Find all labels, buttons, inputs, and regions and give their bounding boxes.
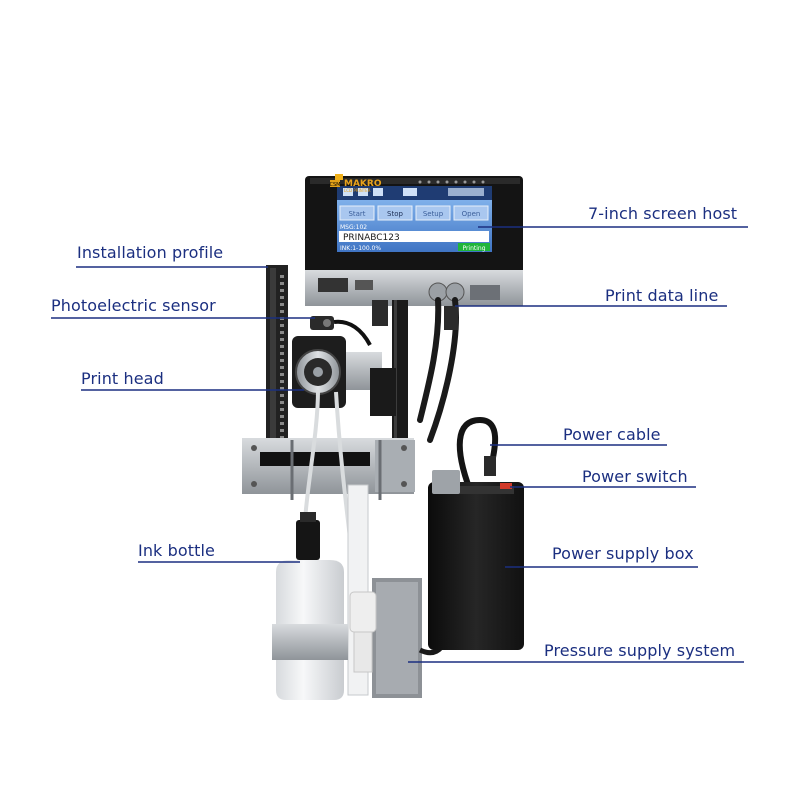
rail-hole bbox=[280, 415, 284, 418]
rail-hole bbox=[280, 394, 284, 397]
indicator-led bbox=[427, 180, 431, 184]
print-data-line bbox=[372, 297, 459, 443]
ink-bottle bbox=[272, 512, 348, 700]
rail-hole bbox=[280, 436, 284, 439]
photoelectric-sensor bbox=[310, 316, 372, 346]
rail-hole bbox=[280, 366, 284, 369]
lcd-message-field bbox=[339, 231, 489, 242]
lcd-button-setup[interactable]: Setup bbox=[415, 205, 451, 221]
power-cable bbox=[456, 416, 499, 492]
label-print-data-line: Print data line bbox=[605, 286, 719, 305]
label-power-supply-box: Power supply box bbox=[552, 544, 694, 563]
lcd-status-badge bbox=[458, 243, 490, 251]
rail-hole bbox=[280, 310, 284, 313]
rail-hole bbox=[280, 296, 284, 299]
lcd-message-id: MSG:102 bbox=[340, 224, 367, 231]
rail-hole bbox=[280, 289, 284, 292]
power-switch[interactable] bbox=[500, 483, 512, 489]
clamp-bar bbox=[242, 438, 415, 500]
label-screen-host: 7-inch screen host bbox=[588, 204, 738, 223]
rail-hole bbox=[280, 373, 284, 376]
indicator-led bbox=[472, 180, 476, 184]
rail-hole bbox=[280, 324, 284, 327]
rail-hole bbox=[280, 380, 284, 383]
lcd-button-stop[interactable]: Stop bbox=[377, 205, 413, 221]
lcd-ink-level: INK:1-100.0% bbox=[340, 245, 381, 252]
svg-text:Stop: Stop bbox=[387, 210, 403, 218]
lcd-button-start[interactable]: Start bbox=[339, 205, 375, 221]
label-photoelectric-sensor: Photoelectric sensor bbox=[51, 296, 216, 315]
svg-text:Open: Open bbox=[462, 210, 481, 218]
svg-text:Setup: Setup bbox=[423, 210, 444, 218]
rail-hole bbox=[280, 282, 284, 285]
rail-hole bbox=[280, 422, 284, 425]
installation-profile-rail bbox=[266, 265, 288, 465]
print-head bbox=[292, 336, 396, 416]
label-pressure-supply-system: Pressure supply system bbox=[544, 641, 736, 660]
indicator-led bbox=[418, 180, 422, 184]
rail-hole bbox=[280, 331, 284, 334]
rail-hole bbox=[280, 275, 284, 278]
brand-badge-text: CSM bbox=[330, 182, 341, 188]
rail-hole bbox=[280, 408, 284, 411]
label-installation-profile: Installation profile bbox=[77, 243, 224, 262]
svg-text:Start: Start bbox=[348, 210, 365, 218]
label-power-cable: Power cable bbox=[563, 425, 661, 444]
brand-logo: MAKRO bbox=[344, 179, 382, 189]
rail-hole bbox=[280, 359, 284, 362]
brand-badge bbox=[330, 180, 340, 187]
rail-hole bbox=[280, 352, 284, 355]
lcd-button-open[interactable]: Open bbox=[453, 205, 489, 221]
indicator-led bbox=[463, 180, 467, 184]
rail-hole bbox=[280, 401, 284, 404]
label-power-switch: Power switch bbox=[582, 467, 688, 486]
lcd-message-text: PRINABC123 bbox=[343, 233, 400, 243]
rail-hole bbox=[280, 338, 284, 341]
leader-lines bbox=[51, 226, 748, 663]
power-cable-plug bbox=[484, 456, 496, 476]
power-supply-box bbox=[428, 470, 524, 650]
brand-subtitle: LCD PRINTER bbox=[344, 188, 371, 193]
indicator-led bbox=[454, 180, 458, 184]
indicator-led bbox=[481, 180, 485, 184]
indicator-led bbox=[445, 180, 449, 184]
indicator-led bbox=[436, 180, 440, 184]
rail-hole bbox=[280, 345, 284, 348]
rail-hole bbox=[280, 303, 284, 306]
lcd-status-text: Printing bbox=[462, 245, 485, 252]
rail-hole bbox=[280, 387, 284, 390]
label-print-head: Print head bbox=[81, 369, 164, 388]
rail-hole bbox=[280, 429, 284, 432]
label-ink-bottle: Ink bottle bbox=[138, 541, 215, 560]
